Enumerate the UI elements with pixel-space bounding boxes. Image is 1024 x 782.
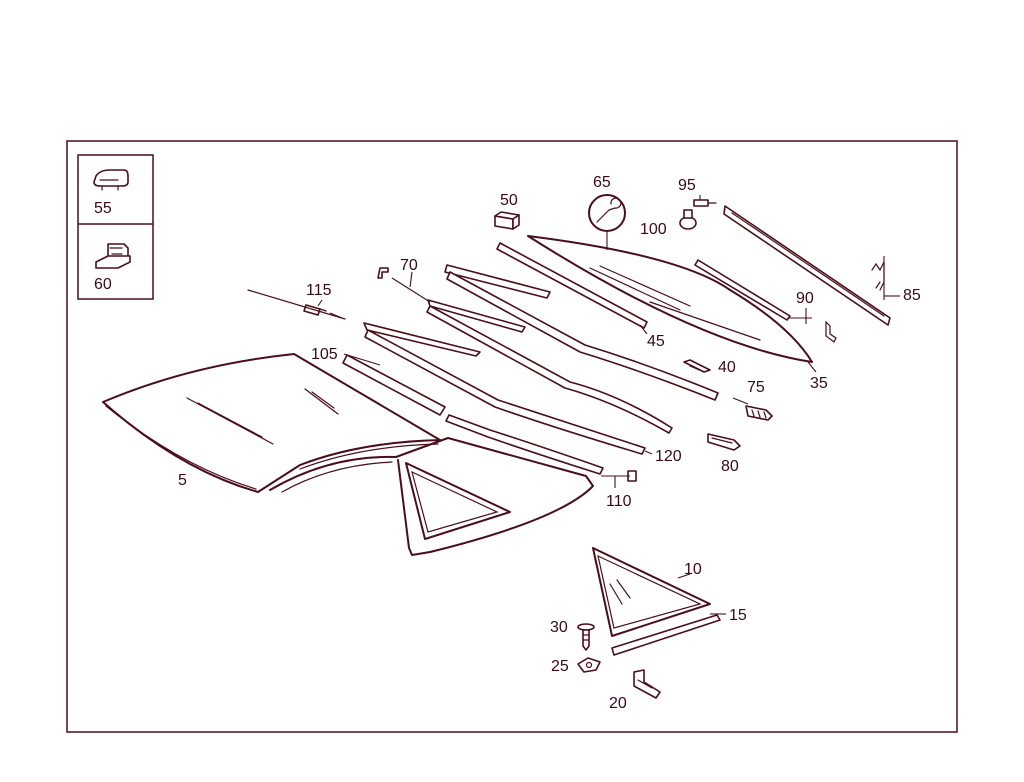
clip-40-icon xyxy=(683,359,711,373)
callout-115: 115 xyxy=(306,282,332,299)
inset-label-55: 55 xyxy=(94,200,112,217)
callout-45: 45 xyxy=(647,333,665,350)
callout-40: 40 xyxy=(718,359,736,376)
strip-45 xyxy=(496,242,648,329)
callout-15: 15 xyxy=(729,607,747,624)
callout-20: 20 xyxy=(609,695,627,712)
screw-30-icon xyxy=(577,623,595,651)
rear-window-frame xyxy=(269,437,594,556)
callout-10: 10 xyxy=(684,561,702,578)
callout-85: 85 xyxy=(903,287,921,304)
quarter-window-10 xyxy=(592,547,711,637)
seal-upper xyxy=(444,264,719,401)
callout-25: 25 xyxy=(551,658,569,675)
callout-95: 95 xyxy=(678,177,696,194)
callout-75: 75 xyxy=(747,379,765,396)
callout-120: 120 xyxy=(655,448,682,465)
clip-85 xyxy=(871,261,885,291)
seal-120 xyxy=(363,322,646,455)
callout-5: 5 xyxy=(178,472,187,489)
clip-75-icon xyxy=(745,405,773,421)
glass-panel-35 xyxy=(527,235,813,363)
clip-80-icon xyxy=(707,433,741,451)
callout-50: 50 xyxy=(500,192,518,209)
screw-95-icon xyxy=(693,199,717,207)
nut-25-icon xyxy=(577,657,601,673)
roof-glass-panel xyxy=(102,353,441,493)
wrench-65-icon xyxy=(588,194,626,232)
strip-85 xyxy=(723,205,891,326)
seal-strip-105 xyxy=(342,354,446,416)
seal-70 xyxy=(377,267,673,434)
callout-65: 65 xyxy=(593,174,611,191)
callout-110: 110 xyxy=(606,493,632,510)
callout-35: 35 xyxy=(810,375,828,392)
callout-30: 30 xyxy=(550,619,568,636)
inset-label-60: 60 xyxy=(94,276,112,293)
block-50-icon xyxy=(494,211,520,230)
callout-105: 105 xyxy=(311,346,338,363)
callout-80: 80 xyxy=(721,458,739,475)
callout-labels: 5 10 15 20 25 30 35 40 45 50 65 70 75 80… xyxy=(178,174,921,712)
callout-100: 100 xyxy=(640,221,667,238)
diagram-frame xyxy=(66,140,958,733)
grommet-100-icon xyxy=(679,209,697,230)
strip-15 xyxy=(611,614,721,656)
inset-box: 55 60 xyxy=(77,154,154,300)
strip-90 xyxy=(694,259,791,321)
clip-60-icon xyxy=(95,243,131,269)
seal-110 xyxy=(445,414,637,482)
clip-55-icon xyxy=(93,169,129,191)
bracket-20-icon xyxy=(633,669,661,699)
callout-90: 90 xyxy=(796,290,814,307)
clip-90 xyxy=(825,320,837,343)
callout-70: 70 xyxy=(400,257,418,274)
